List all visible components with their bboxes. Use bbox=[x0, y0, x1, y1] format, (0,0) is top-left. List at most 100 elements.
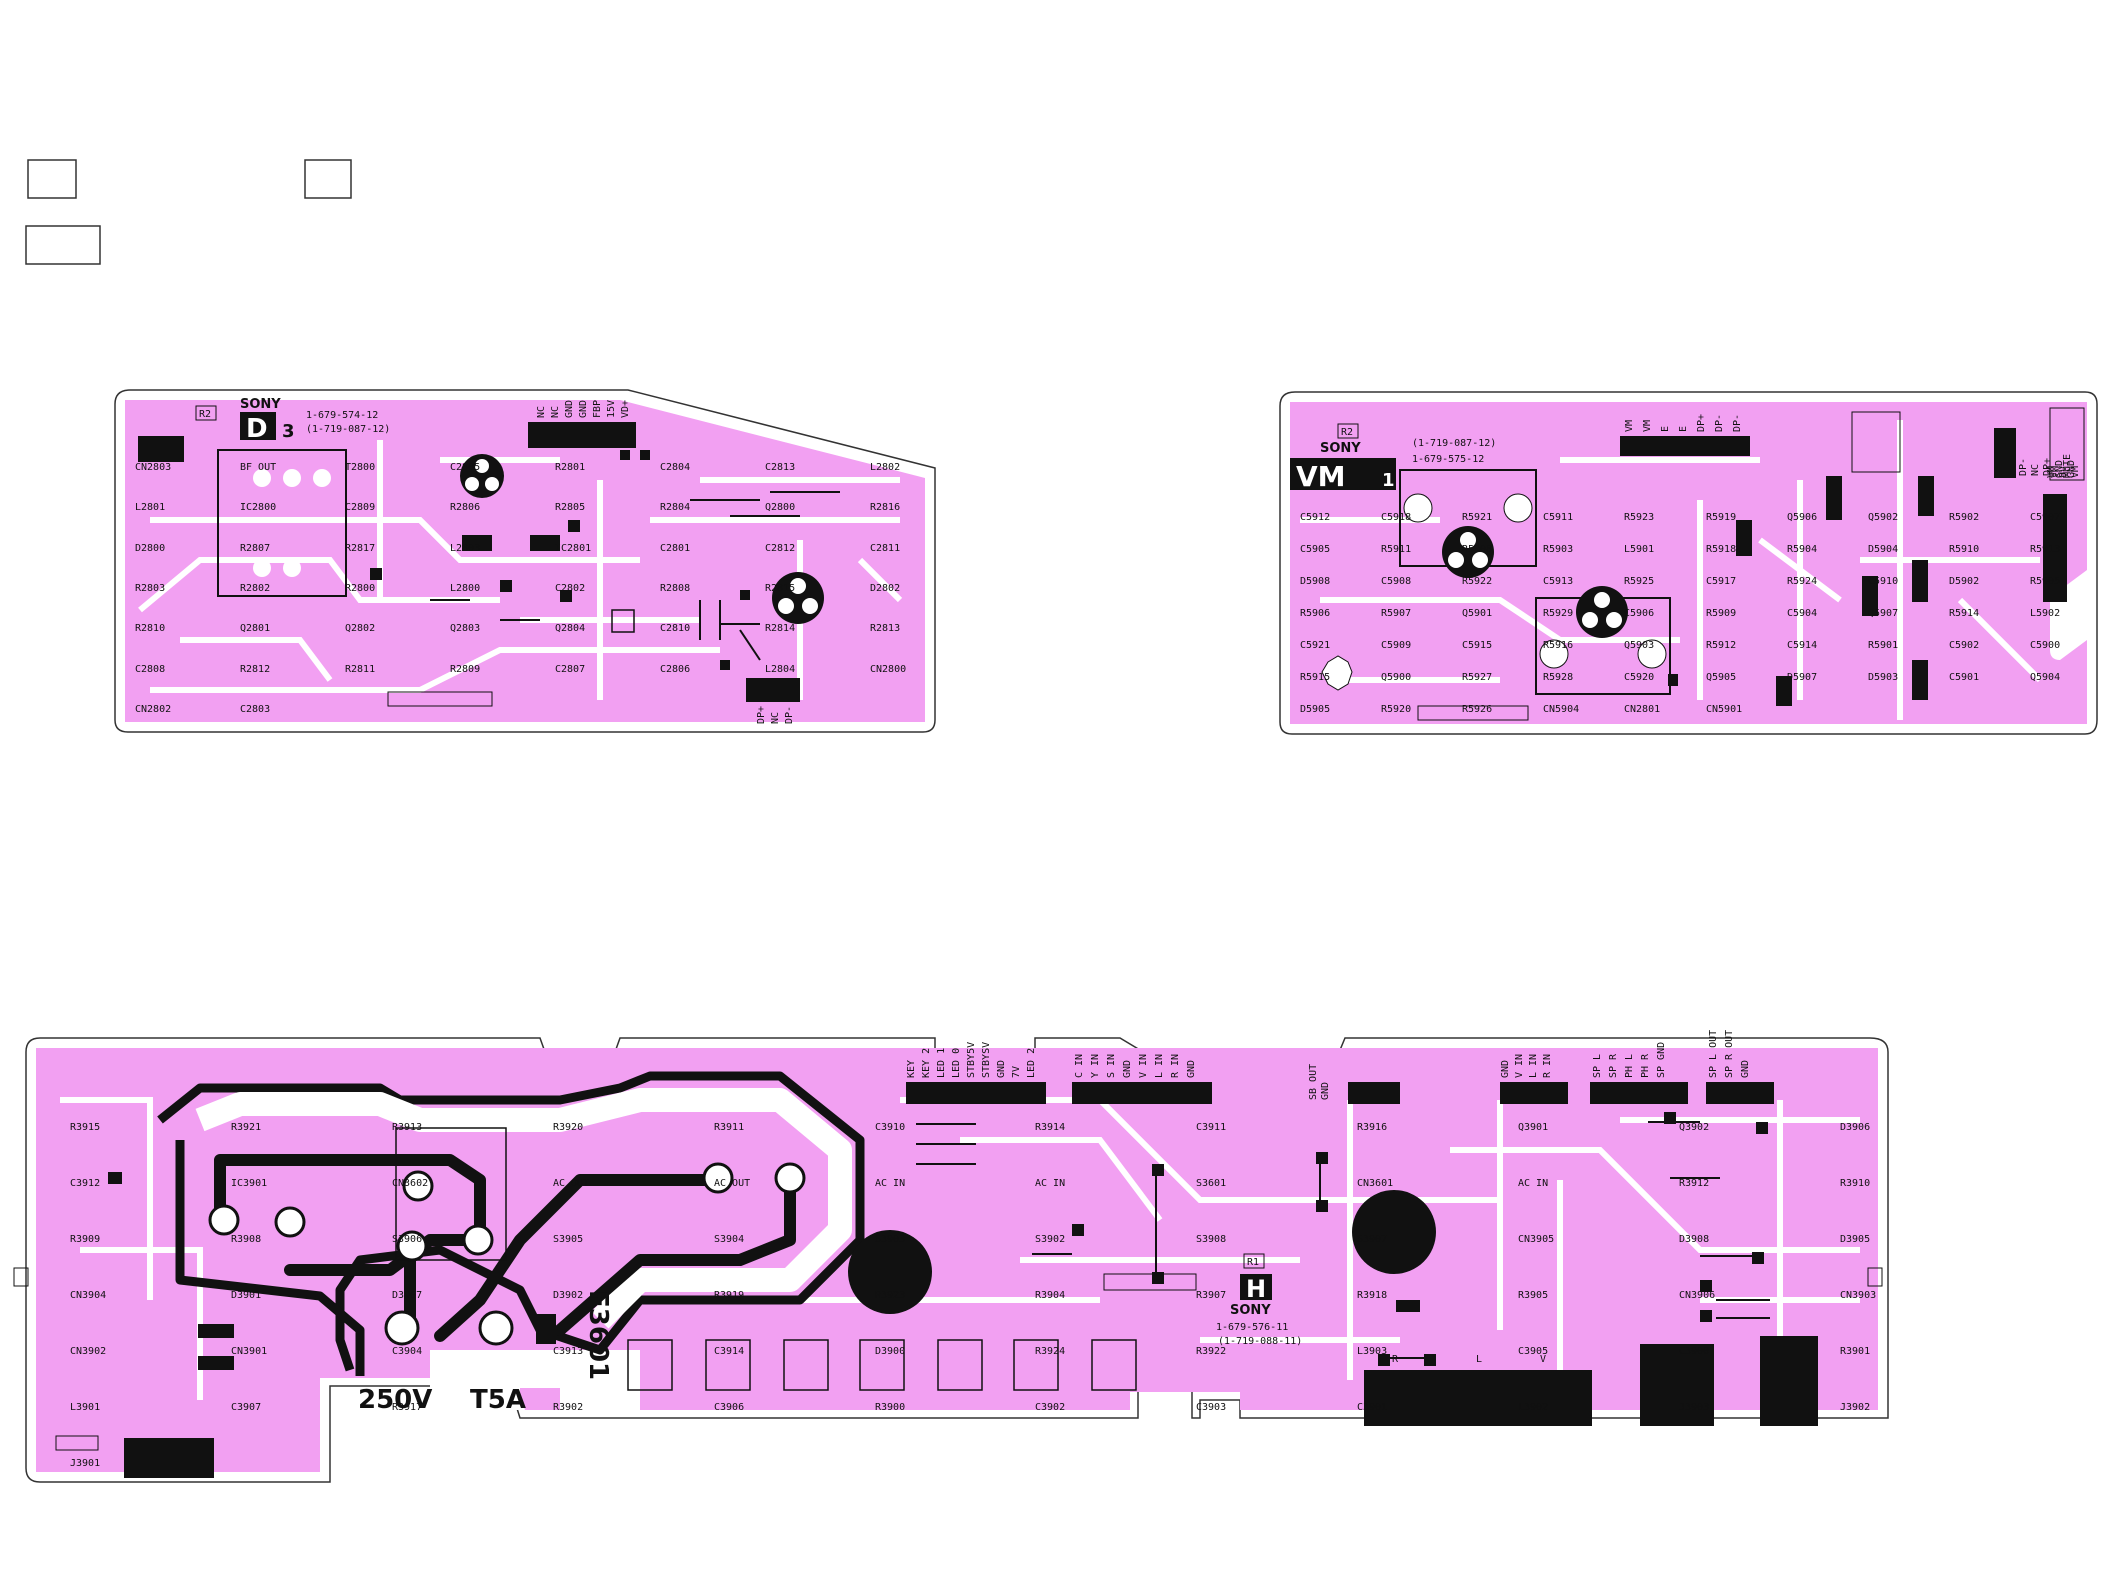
ref-tag-box-vm1 bbox=[1337, 423, 1359, 439]
pin-label: DP+ bbox=[756, 706, 767, 724]
component-label: R3919 bbox=[714, 1290, 744, 1301]
pin-label: V IN bbox=[1138, 1054, 1149, 1078]
part-no-d3: 1-679-574-12 bbox=[306, 410, 378, 421]
component-label: C5910 bbox=[1868, 576, 1898, 587]
component-label: C3913 bbox=[553, 1346, 583, 1357]
part-no-sub-d3: (1-719-087-12) bbox=[306, 424, 390, 435]
component-label: R5921 bbox=[1462, 512, 1492, 523]
part-no-sub-h: (1-719-088-11) bbox=[1218, 1336, 1302, 1347]
component-label: R5919 bbox=[1706, 512, 1736, 523]
pin-label: 15V bbox=[606, 400, 617, 418]
board-name-plate-vm1 bbox=[1290, 458, 1396, 490]
transformer-t2800 bbox=[217, 449, 347, 597]
component-label: L2802 bbox=[870, 462, 900, 473]
component-label: R2809 bbox=[450, 664, 480, 675]
component-label: C2812 bbox=[765, 543, 795, 554]
component-label: R5901 bbox=[1868, 640, 1898, 651]
component-label: C2802 bbox=[555, 583, 585, 594]
component-label: R3901 bbox=[1840, 1346, 1870, 1357]
component-label: D2800 bbox=[135, 543, 165, 554]
pin-label: GND bbox=[1740, 1060, 1751, 1078]
component-label: C3910 bbox=[875, 1122, 905, 1133]
component-label: L5902 bbox=[2030, 608, 2060, 619]
component-outline-vm1 bbox=[1851, 411, 1901, 473]
brand-d3: SONY bbox=[240, 397, 281, 412]
component-label: R2803 bbox=[135, 583, 165, 594]
component-label: C2804 bbox=[660, 462, 690, 473]
component-label: R3900 bbox=[875, 1402, 905, 1413]
board-vm1: R2 SONY VM 1 (1-719-087-12) 1-679-575-12… bbox=[1279, 391, 2098, 735]
pin-label: FBP bbox=[592, 400, 603, 418]
component-label: R3911 bbox=[714, 1122, 744, 1133]
cn5901-pin-box bbox=[2049, 407, 2085, 481]
component-label: R3924 bbox=[1035, 1346, 1065, 1357]
pin-label: VM bbox=[2050, 466, 2061, 478]
component-label: R5918 bbox=[1706, 544, 1736, 555]
component-label: R3902 bbox=[553, 1402, 583, 1413]
transistor-q5906 bbox=[1442, 526, 1494, 578]
pin-label: GND bbox=[996, 1060, 1007, 1078]
component-label: R5922 bbox=[1462, 576, 1492, 587]
component-label: D3900 bbox=[875, 1346, 905, 1357]
board-h: 250V T5A F3601 R1 H SONY 1-679-576-11 (1… bbox=[13, 1030, 1889, 1483]
jack-j3902 bbox=[1640, 1344, 1714, 1426]
component-label: Q5900 bbox=[1381, 672, 1411, 683]
component-label: C5909 bbox=[1381, 640, 1411, 651]
component-label: C2806 bbox=[660, 664, 690, 675]
component-label: C5921 bbox=[1300, 640, 1330, 651]
component-label: Q5901 bbox=[1462, 608, 1492, 619]
component-label: R5904 bbox=[1787, 544, 1817, 555]
pin-label: VD+ bbox=[620, 400, 631, 418]
connector-cn3901 bbox=[1706, 1082, 1774, 1104]
component-label: D3906 bbox=[1840, 1122, 1870, 1133]
legend-box-2 bbox=[304, 159, 352, 199]
component-label: R3923 bbox=[875, 1290, 905, 1301]
pin-label: 9V bbox=[2058, 466, 2069, 478]
board-h-ac-pads bbox=[208, 1162, 806, 1346]
component-label: C3900 bbox=[1679, 1346, 1709, 1357]
component-label: C5904 bbox=[1787, 608, 1817, 619]
component-label: CN3602 bbox=[392, 1178, 428, 1189]
ic3901-tag-box bbox=[55, 1435, 99, 1451]
component-label: R3920 bbox=[553, 1122, 583, 1133]
ref-tag-d3: R2 bbox=[199, 409, 211, 420]
component-label: D3907 bbox=[392, 1290, 422, 1301]
component-ic2801-outline bbox=[611, 609, 635, 633]
pin-label: NC bbox=[2030, 464, 2041, 476]
component-label: Q5906 bbox=[1787, 512, 1817, 523]
pin-label: GND bbox=[578, 400, 589, 418]
board-vm1-pads bbox=[1668, 476, 1934, 706]
pin-label: NC bbox=[770, 712, 781, 724]
board-name-plate-d3 bbox=[240, 412, 276, 440]
component-label: CN3901 bbox=[231, 1346, 267, 1357]
component-label: L3902 bbox=[1518, 1402, 1548, 1413]
component-label: R2812 bbox=[240, 664, 270, 675]
edge-notch-left bbox=[13, 1267, 29, 1287]
brand-vm1: SONY bbox=[1320, 441, 1361, 456]
component-label: Q5902 bbox=[1868, 512, 1898, 523]
component-label: L2803 bbox=[450, 543, 480, 554]
component-label: R2804 bbox=[660, 502, 690, 513]
component-label: R3921 bbox=[231, 1122, 261, 1133]
component-label: R3915 bbox=[70, 1122, 100, 1133]
pin-label: DP- bbox=[2018, 458, 2029, 476]
component-label: R3918 bbox=[1357, 1290, 1387, 1301]
board-d3-traces bbox=[138, 440, 903, 700]
board-h-cutout-fuse bbox=[430, 1350, 640, 1410]
component-label: R5902 bbox=[1949, 512, 1979, 523]
pin-label: SP L OUT bbox=[1708, 1030, 1719, 1078]
component-label: D5902 bbox=[1949, 576, 1979, 587]
component-label: D3905 bbox=[1840, 1234, 1870, 1245]
component-label: R2817 bbox=[345, 543, 375, 554]
pin-label: E bbox=[1660, 426, 1671, 432]
component-label: IC2800 bbox=[240, 502, 276, 513]
pin-label: DP- bbox=[1714, 414, 1725, 432]
component-label: C3904 bbox=[392, 1346, 422, 1357]
component-label: D3901 bbox=[231, 1290, 261, 1301]
pin-label: VM bbox=[2070, 466, 2081, 478]
component-label: C3903 bbox=[1196, 1402, 1226, 1413]
